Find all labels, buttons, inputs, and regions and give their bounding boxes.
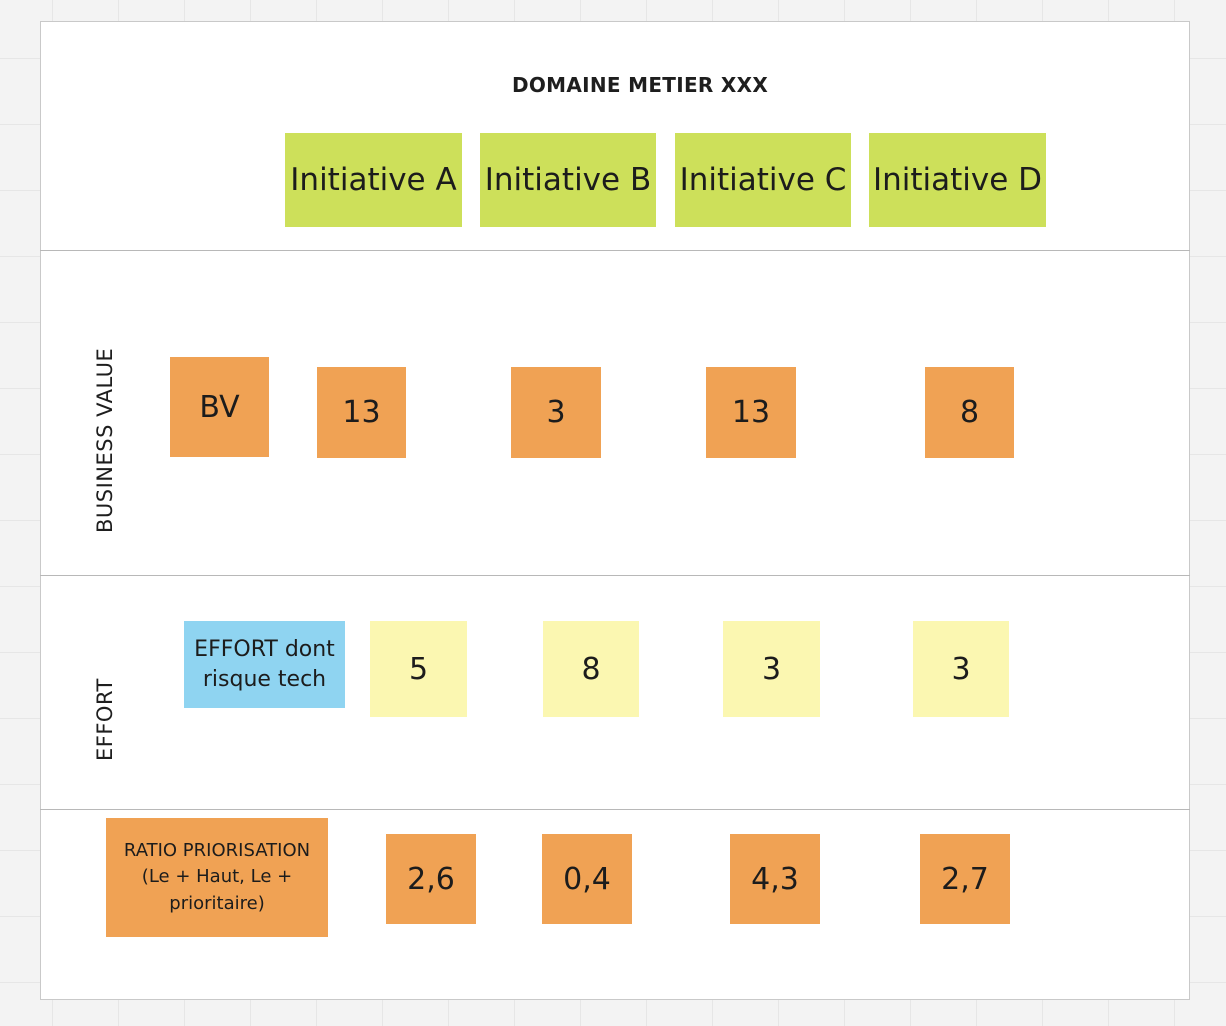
bv-value-sticky[interactable]: 3 [511, 367, 601, 458]
business-value-row-label: BUSINESS VALUE [93, 347, 117, 533]
ratio-value-sticky[interactable]: 4,3 [730, 834, 820, 924]
board-title: DOMAINE METIER XXX [511, 73, 769, 97]
initiative-d-sticky[interactable]: Initiative D [869, 133, 1046, 227]
initiative-a-label: Initiative A [290, 161, 457, 198]
row-divider [40, 575, 1190, 576]
initiative-b-label: Initiative B [484, 161, 652, 198]
bv-value-initiative-c: 13 [731, 395, 771, 430]
effort-header-label: EFFORT dont risque tech [194, 636, 335, 692]
bv-value-sticky[interactable]: 13 [317, 367, 406, 458]
bv-value-initiative-a: 13 [342, 395, 381, 430]
effort-value-initiative-c: 3 [761, 651, 782, 687]
effort-value-sticky[interactable]: 5 [370, 621, 467, 717]
bv-value-sticky[interactable]: 8 [925, 367, 1014, 458]
ratio-value-sticky[interactable]: 2,6 [386, 834, 476, 924]
effort-value-initiative-b: 8 [581, 651, 601, 687]
effort-value-sticky[interactable]: 3 [913, 621, 1009, 717]
bv-header-label: BV [199, 389, 240, 425]
bv-value-sticky[interactable]: 13 [706, 367, 796, 458]
initiative-c-label: Initiative C [679, 161, 847, 198]
ratio-value-sticky[interactable]: 0,4 [542, 834, 632, 924]
ratio-value-initiative-d: 2,7 [941, 861, 989, 897]
initiative-c-sticky[interactable]: Initiative C [675, 133, 851, 227]
row-divider [40, 809, 1190, 810]
initiative-b-sticky[interactable]: Initiative B [480, 133, 656, 227]
effort-value-sticky[interactable]: 3 [723, 621, 820, 717]
bv-value-initiative-b: 3 [546, 395, 566, 430]
ratio-header-label: RATIO PRIORISATION (Le + Haut, Le + prio… [123, 840, 311, 914]
initiative-a-sticky[interactable]: Initiative A [285, 133, 462, 227]
ratio-value-initiative-c: 4,3 [751, 861, 799, 897]
effort-value-initiative-d: 3 [951, 651, 971, 687]
effort-value-sticky[interactable]: 8 [543, 621, 639, 717]
effort-header-sticky[interactable]: EFFORT dont risque tech [184, 621, 345, 708]
ratio-value-sticky[interactable]: 2,7 [920, 834, 1010, 924]
bv-value-initiative-d: 8 [959, 395, 980, 430]
ratio-value-initiative-b: 0,4 [563, 861, 611, 897]
ratio-header-sticky[interactable]: RATIO PRIORISATION (Le + Haut, Le + prio… [106, 818, 328, 937]
effort-value-initiative-a: 5 [408, 651, 429, 687]
ratio-value-initiative-a: 2,6 [407, 861, 455, 897]
row-divider [40, 250, 1190, 251]
bv-header-sticky[interactable]: BV [170, 357, 269, 457]
effort-row-label: EFFORT [93, 678, 117, 761]
initiative-d-label: Initiative D [872, 161, 1043, 198]
